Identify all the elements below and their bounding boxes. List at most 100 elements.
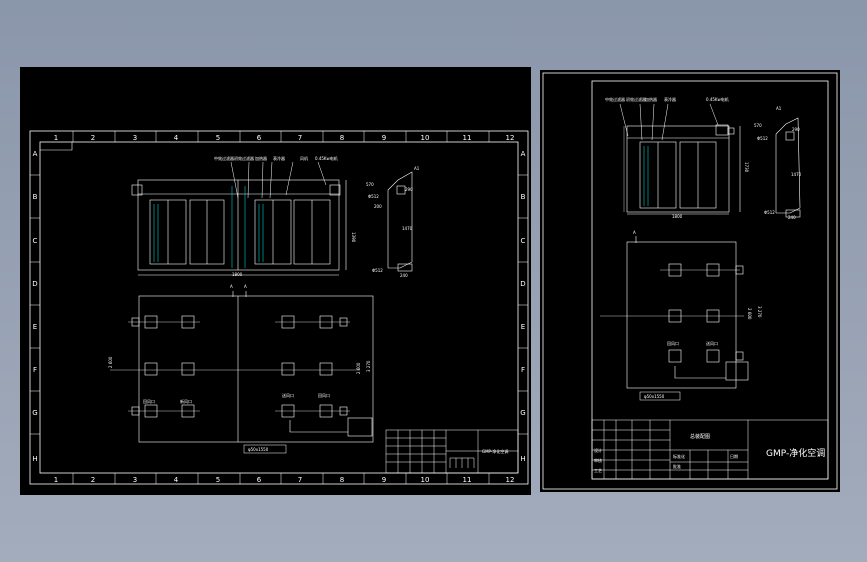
svg-text:A: A <box>230 284 233 289</box>
svg-text:初效过滤器: 初效过滤器 <box>626 96 646 102</box>
svg-text:E: E <box>521 323 525 331</box>
svg-text:11: 11 <box>463 134 472 142</box>
svg-text:12: 12 <box>506 134 515 142</box>
svg-text:日期: 日期 <box>730 453 738 459</box>
svg-text:中效过滤器: 中效过滤器 <box>214 155 234 161</box>
right-title-block-cells: 设计 审核 工艺 标准化 批准 日期 <box>594 447 738 473</box>
svg-text:送风口: 送风口 <box>282 392 294 398</box>
svg-text:12: 12 <box>506 476 515 484</box>
left-row-labels-left: A B C D E F G H <box>32 150 37 463</box>
svg-text:9: 9 <box>382 134 386 142</box>
svg-text:4: 4 <box>174 134 179 142</box>
svg-text:570: 570 <box>754 123 762 128</box>
left-plan-view[interactable] <box>110 295 374 443</box>
svg-text:0.45Kw电机: 0.45Kw电机 <box>315 155 338 161</box>
svg-text:A: A <box>244 284 247 289</box>
right-layout-sheet[interactable]: 中效过滤器 初效过滤器 加热器 表冷器 0.45Kw电机 1730 1800 A… <box>540 70 840 492</box>
svg-text:8: 8 <box>340 134 344 142</box>
svg-text:标准化: 标准化 <box>673 453 685 459</box>
svg-text:表冷器: 表冷器 <box>273 155 285 161</box>
svg-text:B: B <box>521 193 526 201</box>
svg-text:回风口: 回风口 <box>143 399 155 404</box>
left-view-a-markers: A A <box>230 284 247 289</box>
svg-text:B: B <box>33 193 38 201</box>
svg-text:2 600: 2 600 <box>747 308 752 320</box>
svg-text:Φ512: Φ512 <box>372 268 383 273</box>
svg-text:风机: 风机 <box>300 155 308 161</box>
right-dim-height: 1730 <box>744 162 749 173</box>
svg-text:290: 290 <box>405 187 413 192</box>
svg-text:表冷器: 表冷器 <box>664 96 676 102</box>
right-title-block-heading: 总装配图 <box>690 433 710 440</box>
left-title-block[interactable] <box>385 429 519 474</box>
svg-text:A: A <box>33 150 38 158</box>
right-view-a-label: A <box>633 230 636 235</box>
svg-text:2: 2 <box>91 134 95 142</box>
svg-text:F: F <box>521 366 525 374</box>
svg-text:7: 7 <box>298 134 302 142</box>
right-detail-dims: 570 290 Φ512 1470 Φ512 240 <box>754 123 802 220</box>
right-leader-lines <box>619 103 719 141</box>
svg-text:8: 8 <box>340 476 344 484</box>
left-layout-sheet[interactable]: 1 2 3 4 5 6 7 8 9 10 11 12 1 2 3 4 5 6 7… <box>20 67 531 495</box>
svg-text:送风口: 送风口 <box>706 340 718 346</box>
svg-text:9: 9 <box>382 476 386 484</box>
svg-text:6: 6 <box>257 476 262 484</box>
svg-text:设计: 设计 <box>594 447 602 453</box>
svg-text:E: E <box>33 323 37 331</box>
right-plan-view[interactable] <box>600 241 749 389</box>
svg-text:11: 11 <box>463 476 472 484</box>
svg-text:5: 5 <box>216 476 220 484</box>
left-column-grid <box>72 131 490 484</box>
svg-text:G: G <box>520 409 525 417</box>
right-detail-a1[interactable] <box>775 117 801 218</box>
svg-text:加热器: 加热器 <box>255 155 267 161</box>
svg-text:6: 6 <box>257 134 262 142</box>
left-dim-width: 1800 <box>232 272 243 277</box>
left-detail-label: A1 <box>414 166 420 171</box>
left-row-labels-right: A B C D E F G H <box>520 150 525 463</box>
svg-text:F: F <box>33 366 37 374</box>
right-component-labels: 中效过滤器 初效过滤器 加热器 表冷器 0.45Kw电机 <box>605 96 729 102</box>
svg-text:10: 10 <box>421 134 430 142</box>
svg-text:加热器: 加热器 <box>645 96 657 102</box>
svg-text:3: 3 <box>133 134 137 142</box>
svg-text:Φ512: Φ512 <box>757 136 768 141</box>
right-dim-width: 1800 <box>672 214 683 219</box>
svg-text:5: 5 <box>216 134 220 142</box>
right-outlet-labels: 回风口 送风口 <box>667 340 718 346</box>
svg-text:审核: 审核 <box>594 457 602 463</box>
svg-text:200: 200 <box>374 204 382 209</box>
svg-text:1: 1 <box>54 476 58 484</box>
svg-text:中效过滤器: 中效过滤器 <box>605 96 625 102</box>
svg-text:2 600: 2 600 <box>356 362 361 374</box>
svg-text:A: A <box>521 150 526 158</box>
svg-text:批准: 批准 <box>673 463 681 469</box>
svg-text:2: 2 <box>91 476 95 484</box>
svg-text:2 600: 2 600 <box>108 356 113 368</box>
left-base-label: φ50x1550 <box>248 447 269 452</box>
svg-text:Φ512: Φ512 <box>764 210 775 215</box>
svg-text:1470: 1470 <box>402 226 413 231</box>
svg-text:回风口: 回风口 <box>318 393 330 398</box>
svg-text:C: C <box>33 237 38 245</box>
left-outlet-labels: 回风口 新风口 送风口 回风口 <box>143 392 330 404</box>
left-row-grid <box>30 174 528 435</box>
left-detail-a1[interactable] <box>387 171 413 272</box>
svg-text:H: H <box>32 455 37 463</box>
left-plan-dims: 2 600 2 600 3 270 <box>108 356 371 374</box>
svg-text:1: 1 <box>54 134 58 142</box>
left-front-elevation[interactable] <box>131 179 347 276</box>
left-column-labels-top: 1 2 3 4 5 6 7 8 9 10 11 12 <box>54 134 515 142</box>
svg-text:570: 570 <box>366 182 374 187</box>
svg-text:D: D <box>520 280 525 288</box>
svg-text:H: H <box>520 455 525 463</box>
svg-text:3 270: 3 270 <box>366 360 371 372</box>
svg-text:3: 3 <box>133 476 137 484</box>
right-front-elevation[interactable] <box>623 124 741 215</box>
svg-text:C: C <box>521 237 526 245</box>
right-base-label: φ50x1550 <box>644 394 665 399</box>
right-title-block[interactable] <box>591 419 829 480</box>
svg-text:290: 290 <box>792 127 800 132</box>
